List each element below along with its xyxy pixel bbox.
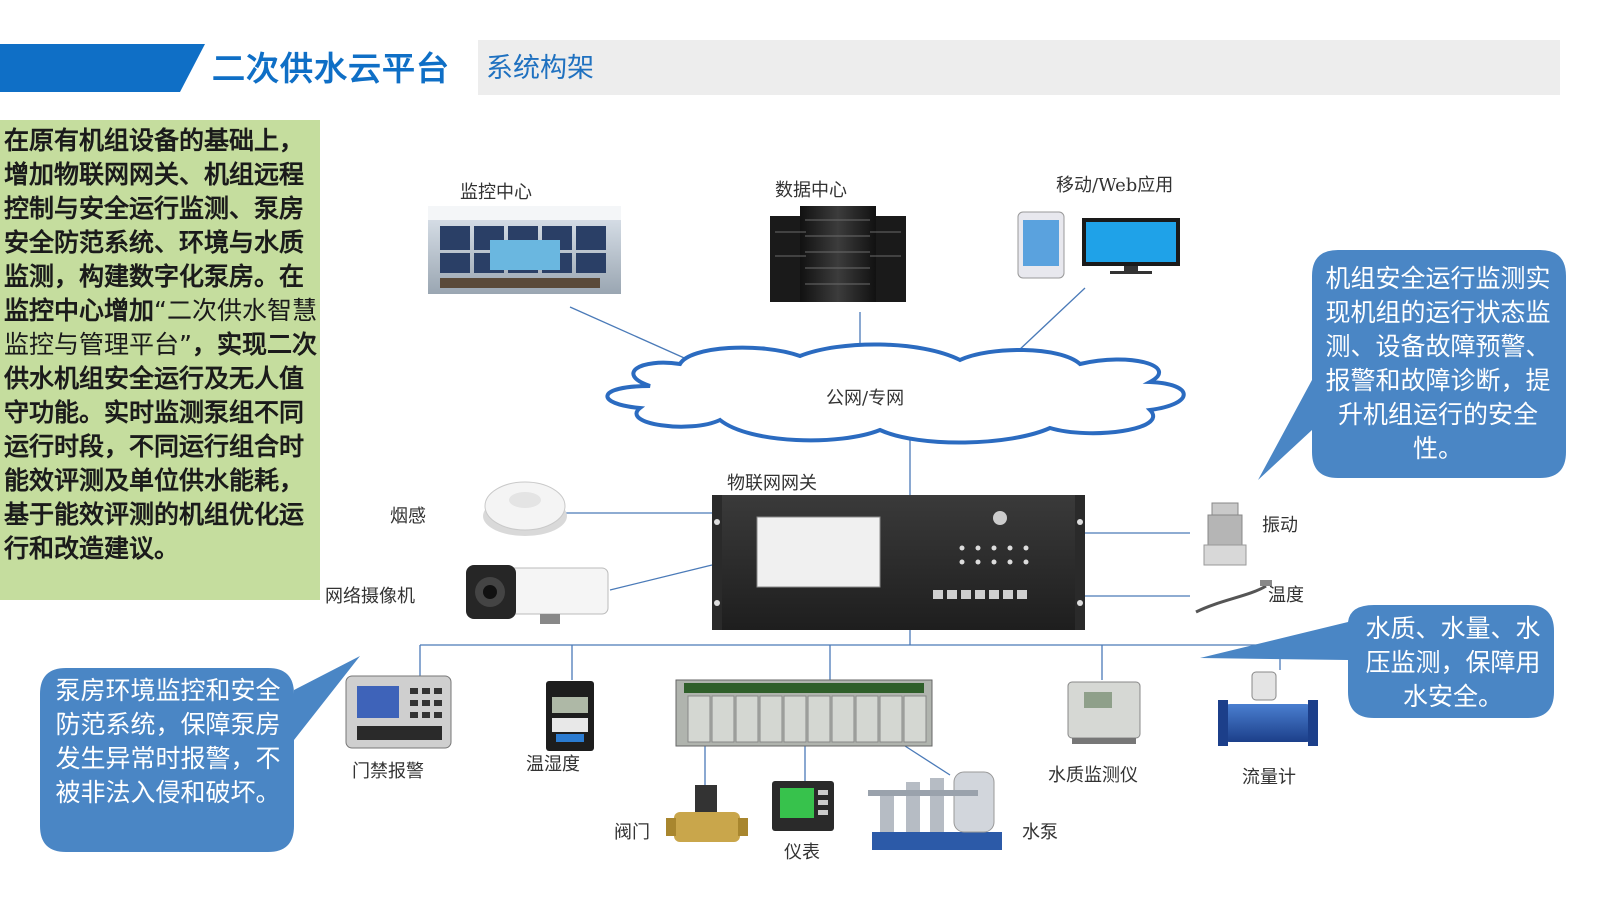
- water-quality-analyzer-icon: [1067, 681, 1141, 744]
- label-mobile-web: 移动/Web应用: [1056, 175, 1174, 196]
- subtitle-band: [478, 40, 1560, 95]
- label-smoke: 烟感: [390, 506, 426, 527]
- flowmeter-icon: [1218, 671, 1318, 746]
- label-gateway: 物联网网关: [727, 473, 817, 494]
- control-room-icon: [428, 206, 621, 294]
- page-subtitle: 系统构架: [486, 53, 594, 83]
- callout-environment-bubble: [40, 656, 360, 852]
- label-valve: 阀门: [614, 822, 650, 843]
- gateway-device-icon: [712, 495, 1085, 630]
- connector-lines: [419, 287, 1281, 790]
- label-network: 公网/专网: [826, 388, 905, 409]
- label-flowmeter: 流量计: [1242, 767, 1296, 788]
- access-control-icon: [345, 675, 452, 749]
- label-access-alarm: 门禁报警: [352, 761, 424, 782]
- callout-water-bubble: [1200, 605, 1554, 718]
- vibration-sensor-icon: [1203, 502, 1247, 566]
- callout-safety-text: 机组安全运行监测实现机组的运行状态监测、设备故障预警、报警和故障诊断，提升机组运…: [1325, 264, 1551, 463]
- network-cloud-icon: [605, 342, 1186, 445]
- label-temperature: 温度: [1268, 585, 1304, 606]
- label-camera: 网络摄像机: [325, 586, 415, 607]
- callout-environment-text: 泵房环境监控和安全防范系统，保障泵房发生异常时报警，不被非法入侵和破坏。: [55, 676, 281, 807]
- temperature-probe-icon: [1195, 580, 1272, 614]
- pump-station-icon: [868, 771, 1002, 850]
- callout-safety-bubble: [1258, 250, 1566, 480]
- callout-water-text: 水质、水量、水压监测，保障用水安全。: [1365, 614, 1541, 711]
- label-humidity: 温湿度: [526, 754, 580, 775]
- ip-camera-icon: [466, 565, 609, 624]
- label-pump: 水泵: [1022, 822, 1058, 843]
- label-data-center: 数据中心: [775, 180, 847, 201]
- plc-rack-icon: [675, 679, 933, 747]
- label-monitor-center: 监控中心: [460, 182, 532, 203]
- label-water-quality: 水质监测仪: [1048, 765, 1138, 786]
- header-accent-bar: [0, 44, 205, 92]
- callout-shapes: [40, 250, 1566, 852]
- intro-bold-1: 在原有机组设备的基础上，增加物联网网关、机组远程控制与安全运行监测、泵房安全防范…: [4, 126, 305, 325]
- intro-box: [0, 120, 320, 600]
- intro-text: 在原有机组设备的基础上，增加物联网网关、机组远程控制与安全运行监测、泵房安全防范…: [4, 124, 318, 566]
- server-rack-icon: [770, 206, 906, 302]
- phone-monitor-icon: [1017, 211, 1180, 279]
- panel-meter-icon: [772, 781, 834, 831]
- page-title: 二次供水云平台: [212, 50, 450, 87]
- label-meter: 仪表: [784, 842, 820, 863]
- solenoid-valve-icon: [666, 785, 748, 842]
- smoke-detector-icon: [483, 481, 567, 536]
- hygrometer-icon: [546, 681, 594, 751]
- intro-platform-name: “二次供水智慧监控与管理平台”: [4, 296, 317, 359]
- intro-bold-2: ，实现二次供水机组安全运行及无人值守功能。实时监测泵组不同运行时段，不同运行组合…: [4, 330, 317, 563]
- label-vibration: 振动: [1262, 515, 1298, 536]
